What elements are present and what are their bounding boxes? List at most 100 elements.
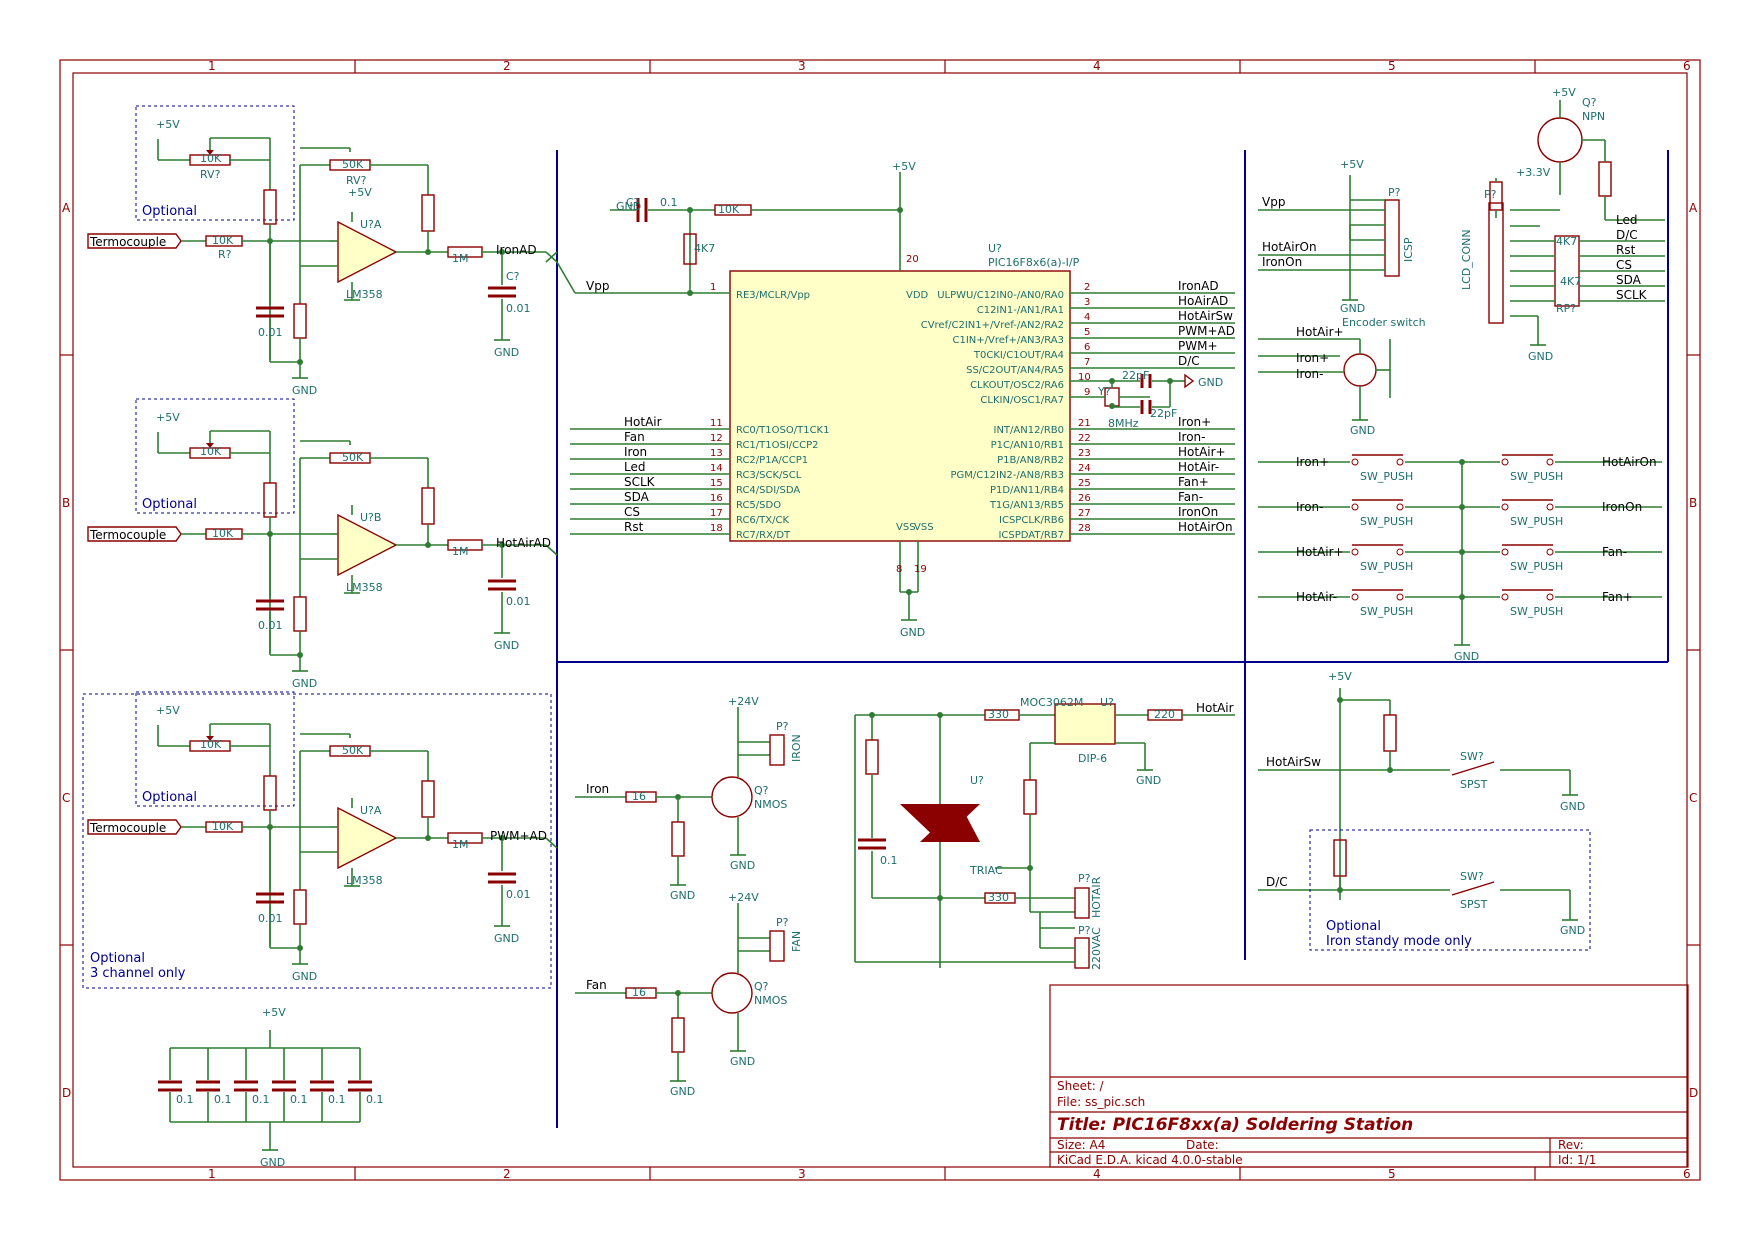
tb-rev: Rev: bbox=[1558, 1138, 1584, 1152]
net-ironad-r: IronAD bbox=[1178, 279, 1219, 293]
optional-label: Optional bbox=[142, 497, 197, 512]
net-hotairad: HotAirAD bbox=[496, 536, 551, 550]
net-fan: Fan bbox=[624, 430, 645, 444]
pin-5-name: C1IN+/Vref+/AN3/RA3 bbox=[953, 335, 1064, 346]
spst-2-ref: SW? bbox=[1460, 870, 1484, 883]
tb-size: Size: A4 bbox=[1057, 1138, 1105, 1152]
icsp-value: ICSP bbox=[1402, 237, 1415, 262]
mcu-right-wires bbox=[1070, 292, 1235, 535]
pin-4: 4 bbox=[1084, 312, 1090, 323]
r50k-value: 50K bbox=[342, 451, 364, 464]
pin-3: 3 bbox=[1084, 297, 1090, 308]
r1m-value: 1M bbox=[452, 252, 469, 265]
net-pwmad-r: PWM+AD bbox=[1178, 324, 1235, 338]
sw-hotairminus: HotAir- bbox=[1296, 590, 1337, 604]
r1m-value: 1M bbox=[452, 545, 469, 558]
mcu-5v: +5V bbox=[892, 160, 916, 173]
icsp-gnd: GND bbox=[1340, 302, 1365, 315]
net-ironad: IronAD bbox=[496, 243, 537, 257]
rv-value: 10K bbox=[200, 445, 222, 458]
net-pwmad: PWM+AD bbox=[490, 829, 547, 843]
net-iron: Iron bbox=[624, 445, 647, 459]
decoupling-c1: 0.1 bbox=[176, 1093, 194, 1106]
net-cs: CS bbox=[624, 505, 640, 519]
lcd-led: Led bbox=[1616, 213, 1637, 227]
gnd-out: GND bbox=[494, 346, 519, 359]
pin-21: 21 bbox=[1078, 418, 1091, 429]
channel-1-labels: Optional +5V 10K RV? Termocouple 10K R? … bbox=[89, 118, 537, 397]
icsp-5v: +5V bbox=[1340, 158, 1364, 171]
r220: 220 bbox=[1154, 708, 1175, 721]
r1m-value: 1M bbox=[452, 838, 469, 851]
row-c-right: C bbox=[1689, 791, 1697, 805]
gnd-out: GND bbox=[494, 932, 519, 945]
net-rst: Rst bbox=[624, 520, 644, 534]
col-5-top: 5 bbox=[1388, 59, 1396, 73]
iron-gnd-s: GND bbox=[730, 859, 755, 872]
pin-24-name: PGM/C12IN2-/AN8/RB3 bbox=[951, 470, 1064, 481]
mcu-value: PIC16F8x6(a)-I/P bbox=[988, 256, 1080, 269]
iron-q-ref: Q? bbox=[754, 784, 769, 797]
pin-16: 16 bbox=[710, 493, 723, 504]
mcu-vdd-name: VDD bbox=[906, 290, 929, 301]
col-1-bottom: 1 bbox=[208, 1167, 216, 1181]
spst-2: SPST bbox=[1460, 898, 1488, 911]
mcu-right-pin-nums: 2 3 4 5 6 7 10 9 21 22 23 24 25 26 27 28 bbox=[1078, 282, 1091, 534]
net-iron-gate: Iron bbox=[586, 782, 609, 796]
decoupling-gnd: GND bbox=[260, 1156, 285, 1169]
sw-push-2: SW_PUSH bbox=[1510, 470, 1563, 483]
tb-id: Id: 1/1 bbox=[1558, 1153, 1596, 1167]
gnd-label: GND bbox=[292, 677, 317, 690]
row-d-right: D bbox=[1689, 1086, 1698, 1100]
pin-7: 7 bbox=[1084, 357, 1090, 368]
row-b-left: B bbox=[62, 496, 70, 510]
rv-value: 10K bbox=[200, 738, 222, 751]
net-hotairminus-r: HotAir- bbox=[1178, 460, 1219, 474]
tb-file: File: ss_pic.sch bbox=[1057, 1095, 1145, 1109]
mode-switches bbox=[1258, 688, 1591, 951]
pin-6: 6 bbox=[1084, 342, 1090, 353]
sw-push-8: SW_PUSH bbox=[1510, 605, 1563, 618]
icsp-connector bbox=[1258, 175, 1400, 301]
spst-1-gnd: GND bbox=[1560, 800, 1585, 813]
mcu-cap-value: 0.1 bbox=[660, 196, 678, 209]
rv-value: 10K bbox=[200, 152, 222, 165]
pin-16-name: RC5/SDO bbox=[736, 500, 781, 511]
c001-out: 0.01 bbox=[506, 595, 531, 608]
channel-2-labels: Optional +5V 10K Termocouple 10K 50K U?B… bbox=[89, 411, 551, 690]
moc-ref: U? bbox=[1100, 696, 1114, 709]
mcu-vss1-num: 8 bbox=[896, 564, 902, 575]
optional-3ch: Optional bbox=[90, 951, 145, 966]
sw-fanminus: Fan- bbox=[1602, 545, 1627, 559]
sw-push-3: SW_PUSH bbox=[1360, 515, 1413, 528]
net-sclk: SCLK bbox=[624, 475, 656, 489]
fan-nmos: NMOS bbox=[754, 994, 787, 1007]
triac-stage bbox=[854, 703, 1235, 969]
pin-2: 2 bbox=[1084, 282, 1090, 293]
spst-2-gnd: GND bbox=[1560, 924, 1585, 937]
pin-14-name: RC3/SCK/SCL bbox=[736, 470, 802, 481]
col-3-top: 3 bbox=[798, 59, 806, 73]
mcu-left-wires bbox=[570, 428, 730, 535]
encoder-label: Encoder switch bbox=[1342, 316, 1426, 329]
enc-gnd: GND bbox=[1350, 424, 1375, 437]
rp-value-2: 4K7 bbox=[1560, 275, 1581, 288]
net-ironplus-r: Iron+ bbox=[1178, 415, 1211, 429]
enc-ironminus: Iron- bbox=[1296, 367, 1324, 381]
enc-hotairplus: HotAir+ bbox=[1296, 325, 1344, 339]
net-hotairsw: HotAirSw bbox=[1266, 755, 1321, 769]
icsp-hotairon: HotAirOn bbox=[1262, 240, 1317, 254]
net-hoairad-r: HoAirAD bbox=[1178, 294, 1228, 308]
pin-9-name: CLKIN/OSC1/RA7 bbox=[980, 395, 1064, 406]
gnd-out: GND bbox=[494, 639, 519, 652]
lcd-sda: SDA bbox=[1616, 273, 1642, 287]
mcu-vss2: VSS bbox=[914, 522, 934, 533]
opamp-ref: U?A bbox=[360, 804, 382, 817]
plus5v-label: +5V bbox=[156, 118, 180, 131]
decoupling-caps bbox=[158, 1030, 374, 1151]
pin-12-name: RC1/T1OSI/CCP2 bbox=[736, 440, 819, 451]
net-led: Led bbox=[624, 460, 645, 474]
lcd-section bbox=[1488, 100, 1665, 346]
iron-conn-ref: P? bbox=[776, 720, 789, 733]
